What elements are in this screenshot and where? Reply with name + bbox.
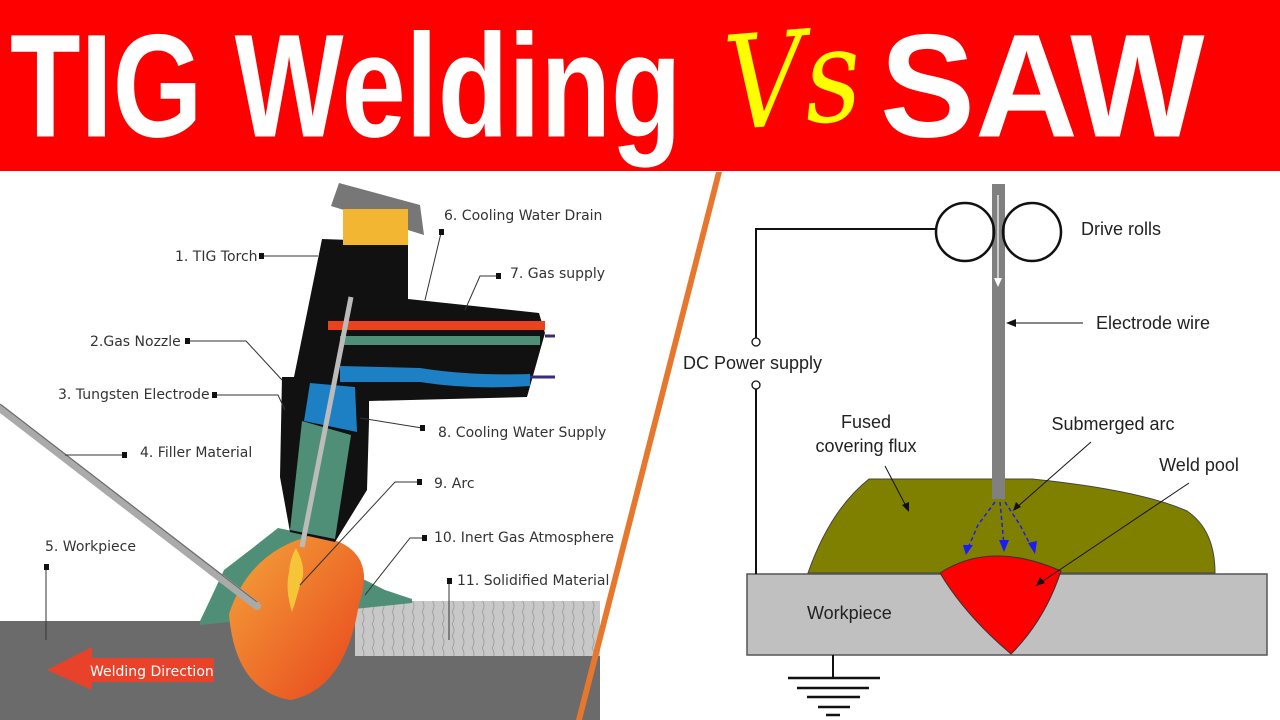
saw-leader-lines <box>884 322 1190 584</box>
tig-welding-direction-arrow <box>47 647 214 690</box>
tig-label-gas-supply: 7. Gas supply <box>510 266 605 282</box>
saw-label-submerged-arc: Submerged arc <box>1051 414 1174 434</box>
tig-filler-rod-edge <box>0 403 258 603</box>
tig-label-arc: 9. Arc <box>434 476 475 492</box>
saw-electrode-wire <box>992 184 1005 499</box>
tig-label-inert-gas: 10. Inert Gas Atmosphere <box>434 530 614 546</box>
saw-leader-arrowheads <box>902 319 1045 586</box>
saw-flux <box>807 478 1216 574</box>
saw-drive-roll-left <box>934 201 996 263</box>
tig-filler-rod <box>0 404 261 610</box>
orange-divider <box>576 172 722 720</box>
tig-label-filler-material: 4. Filler Material <box>140 445 252 461</box>
tig-welding-direction-label: Welding Direction <box>90 664 214 680</box>
tig-gas-nozzle-interior <box>290 421 351 539</box>
saw-label-flux-line2: covering flux <box>815 436 916 456</box>
saw-wire-feed-arrowhead <box>994 278 1002 287</box>
tig-weld-pool <box>229 535 365 700</box>
saw-diagram: Drive rolls Electrode wire DC Power supp… <box>683 184 1268 717</box>
tig-label-workpiece: 5. Workpiece <box>45 539 136 555</box>
title-tig-welding: TIG Welding <box>10 3 682 168</box>
saw-label-flux-line1: Fused <box>841 412 891 432</box>
title-saw: SAW <box>880 3 1205 168</box>
saw-label-power-supply: DC Power supply <box>683 353 822 373</box>
saw-label-weld-pool: Weld pool <box>1159 455 1239 475</box>
tig-label-gas-nozzle: 2.Gas Nozzle <box>90 334 181 350</box>
tig-tungsten-electrode <box>299 296 354 548</box>
tig-arc-flame <box>287 548 304 612</box>
tig-gas-supply-pipe <box>328 321 545 330</box>
saw-label-drive-rolls: Drive rolls <box>1081 219 1161 239</box>
saw-terminal-positive <box>751 337 761 347</box>
saw-label-electrode-wire: Electrode wire <box>1096 313 1210 333</box>
tig-water-supply-pipe <box>340 366 530 388</box>
tig-label-cooling-water-drain: 6. Cooling Water Drain <box>444 208 602 224</box>
saw-arc-sparks <box>967 501 1034 551</box>
tig-torch-cap-yellow <box>343 209 408 245</box>
tig-label-cooling-water-supply: 8. Cooling Water Supply <box>438 425 606 441</box>
saw-power-wiring <box>755 228 936 678</box>
tig-label-solidified-material: 11. Solidified Material <box>457 573 609 589</box>
saw-drive-roll-right <box>1001 201 1063 263</box>
saw-arc-arrowheads <box>963 540 1037 555</box>
title-banner: TIG Welding Vs SAW <box>0 0 1280 171</box>
tig-drain-pipe <box>340 336 540 345</box>
saw-weld-pool <box>939 555 1062 655</box>
tig-diagram: Welding Direction 1. TIG Torch 2.Gas Noz… <box>0 183 614 720</box>
tig-leader-markers <box>44 229 501 584</box>
saw-terminal-negative <box>751 380 761 390</box>
tig-leader-lines <box>45 232 498 640</box>
saw-label-workpiece: Workpiece <box>807 603 892 623</box>
tig-label-tungsten-electrode: 3. Tungsten Electrode <box>58 387 210 403</box>
ground-icon <box>788 676 880 717</box>
tig-label-torch: 1. TIG Torch <box>175 249 258 265</box>
tig-solidified-bead <box>355 601 600 656</box>
